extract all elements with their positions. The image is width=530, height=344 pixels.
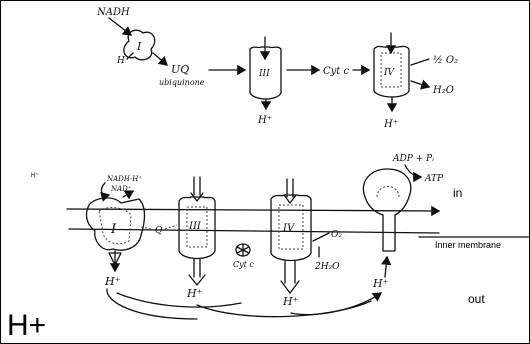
atp-curve-arrow — [405, 165, 421, 177]
top-h-label: H — [116, 56, 125, 66]
complex-3-down-channel — [194, 259, 200, 277]
cytc-label: Cyt c — [233, 260, 254, 269]
complex-4-channel-head — [284, 195, 296, 203]
o2-line — [411, 59, 429, 65]
adp-pi-label: ADP + Pᵢ — [392, 154, 434, 164]
inner-membrane-label: Inner membrane — [435, 240, 501, 250]
nadh-h-label: NADH-H⁺ — [106, 175, 142, 183]
top-complex-4-label: IV — [383, 68, 396, 78]
uq-label: UQ — [171, 63, 189, 76]
h-plus-3: H⁺ — [186, 287, 203, 300]
out-label: out — [468, 292, 485, 306]
top-nadh-label: NADH — [96, 7, 130, 18]
nadh-arrow — [109, 18, 131, 35]
proton-loop-1 — [117, 293, 241, 307]
proton-loop-outer — [107, 289, 197, 319]
q-link-right — [165, 225, 177, 229]
h2o-label: 2H₂O — [314, 262, 340, 272]
small-h-plus-label: H⁺ — [31, 172, 39, 179]
o2-line-membrane — [313, 233, 329, 241]
nadh-curve-arrow — [102, 183, 109, 195]
complex-4-down-head — [281, 281, 299, 293]
top-cytc-label: Cyt c — [323, 66, 349, 77]
big-h-plus-label: H+ — [7, 309, 46, 342]
complex-3-channel — [194, 177, 200, 195]
top-h-plus-4: H⁺ — [383, 119, 398, 130]
top-complex-1-label: I — [136, 40, 142, 53]
q-label: Q — [155, 226, 163, 236]
nad-label: NAD⁺ — [110, 185, 132, 193]
complex-3-label: III — [188, 221, 202, 232]
top-complex-3-label: III — [258, 69, 270, 79]
complex-4-channel — [287, 179, 293, 197]
complex-4-label: IV — [282, 223, 296, 234]
top-half-o2: ½ O₂ — [433, 55, 458, 66]
top-h2o: H₂O — [432, 85, 454, 96]
proton-loop-3 — [291, 293, 381, 315]
o2-label: O₂ — [331, 230, 342, 240]
top-h-plus-3: H⁺ — [257, 115, 272, 126]
complex-4-down-channel — [285, 261, 295, 283]
atp-proton-arrow — [385, 257, 387, 277]
to-uq-arrow — [153, 53, 167, 65]
atp-label: ATP — [424, 174, 444, 184]
in-label: in — [453, 186, 462, 200]
atp-synthase-inner — [377, 187, 399, 198]
h2o-arrow — [411, 81, 429, 87]
complex-3-down-head — [189, 275, 205, 285]
h-plus-1: H⁺ — [104, 275, 121, 288]
h-plus-atp: H⁺ — [372, 277, 389, 290]
h-plus-4: H⁺ — [282, 295, 299, 308]
complex-1-label: I — [110, 222, 117, 237]
ubiquinone-label: ubiquinone — [159, 78, 205, 87]
